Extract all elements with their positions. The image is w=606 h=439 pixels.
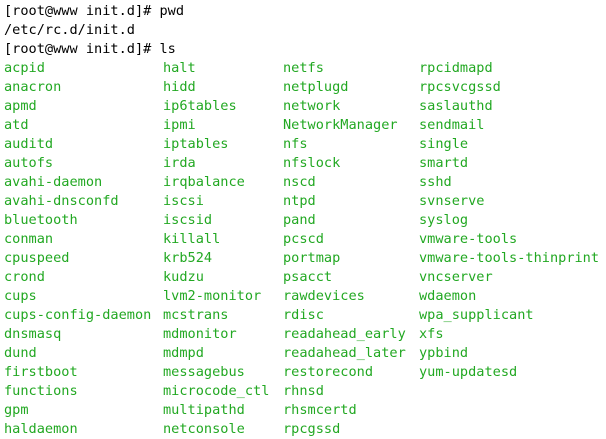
ls-entry: messagebus xyxy=(163,364,245,380)
ls-column-4: rpcidmapd rpcsvcgssd saslauthd sendmail sing… xyxy=(419,59,599,382)
ls-entry: NetworkManager xyxy=(283,117,398,133)
ls-entry: avahi-daemon xyxy=(4,174,103,190)
ls-entry: irda xyxy=(163,155,196,171)
ls-entry: cpuspeed xyxy=(4,250,70,266)
ls-entry: nfslock xyxy=(283,155,341,171)
command-prompt-ls: [root@www init.d]# ls xyxy=(4,41,176,57)
ls-entry: firstboot xyxy=(4,364,78,380)
ls-entry: syslog xyxy=(419,212,469,228)
ls-entry: vmware-tools-thinprint xyxy=(419,250,600,266)
ls-entry: auditd xyxy=(4,136,54,152)
ls-entry: saslauthd xyxy=(419,98,493,114)
ls-entry: psacct xyxy=(283,269,333,285)
ls-entry: killall xyxy=(163,231,221,247)
ls-entry: crond xyxy=(4,269,45,285)
ls-entry: yum-updatesd xyxy=(419,364,518,380)
ls-entry: restorecond xyxy=(283,364,374,380)
ls-entry: irqbalance xyxy=(163,174,245,190)
command-output-pwd: /etc/rc.d/init.d xyxy=(4,22,135,38)
ls-entry: rawdevices xyxy=(283,288,365,304)
ls-entry: iscsi xyxy=(163,193,204,209)
ls-entry: nfs xyxy=(283,136,308,152)
ls-entry: acpid xyxy=(4,60,45,76)
ls-entry: ypbind xyxy=(419,345,469,361)
ls-entry: pand xyxy=(283,212,316,228)
ls-entry: microcode_ctl xyxy=(163,383,270,399)
ls-entry: lvm2-monitor xyxy=(163,288,262,304)
ls-entry: readahead_later xyxy=(283,345,406,361)
ls-entry: rpcgssd xyxy=(283,421,341,437)
ls-entry: netplugd xyxy=(283,79,349,95)
ls-entry: cups-config-daemon xyxy=(4,307,152,323)
ls-entry: haldaemon xyxy=(4,421,78,437)
ls-entry: smartd xyxy=(419,155,469,171)
ls-entry: multipathd xyxy=(163,402,245,418)
ls-entry: mcstrans xyxy=(163,307,229,323)
ls-entry: mdmpd xyxy=(163,345,204,361)
ls-entry: avahi-dnsconfd xyxy=(4,193,119,209)
ls-entry: halt xyxy=(163,60,196,76)
ls-entry: conman xyxy=(4,231,54,247)
ls-entry: portmap xyxy=(283,250,341,266)
ls-entry: rhnsd xyxy=(283,383,324,399)
ls-entry: vncserver xyxy=(419,269,493,285)
ls-entry: wdaemon xyxy=(419,288,477,304)
terminal-window[interactable]: [root@www init.d]# pwd /etc/rc.d/init.d … xyxy=(4,2,606,437)
ls-entry: iptables xyxy=(163,136,229,152)
ls-entry: single xyxy=(419,136,469,152)
ls-entry: readahead_early xyxy=(283,326,406,342)
ls-entry: anacron xyxy=(4,79,62,95)
ls-entry: pcscd xyxy=(283,231,324,247)
ls-entry: autofs xyxy=(4,155,54,171)
ls-entry: mdmonitor xyxy=(163,326,237,342)
ls-entry: iscsid xyxy=(163,212,213,228)
ls-entry: rpcsvcgssd xyxy=(419,79,501,95)
ls-column-1: acpid anacron apmd atd auditd autofs avahi-dae… xyxy=(4,59,151,439)
ls-entry: network xyxy=(283,98,341,114)
ls-entry: krb524 xyxy=(163,250,213,266)
ls-entry: apmd xyxy=(4,98,37,114)
ls-entry: bluetooth xyxy=(4,212,78,228)
ls-entry: ntpd xyxy=(283,193,316,209)
ls-entry: rdisc xyxy=(283,307,324,323)
ls-entry: rhsmcertd xyxy=(283,402,357,418)
ls-entry: ipmi xyxy=(163,117,196,133)
ls-output: acpid anacron apmd atd auditd autofs avahi-dae… xyxy=(4,59,606,439)
ls-entry: ip6tables xyxy=(163,98,237,114)
ls-entry: netconsole xyxy=(163,421,245,437)
ls-entry: sshd xyxy=(419,174,452,190)
ls-entry: wpa_supplicant xyxy=(419,307,534,323)
ls-entry: kudzu xyxy=(163,269,204,285)
ls-entry: functions xyxy=(4,383,78,399)
ls-entry: dund xyxy=(4,345,37,361)
ls-entry: svnserve xyxy=(419,193,485,209)
ls-entry: gpm xyxy=(4,402,29,418)
command-prompt-pwd: [root@www init.d]# pwd xyxy=(4,3,185,19)
ls-entry: atd xyxy=(4,117,29,133)
ls-entry: rpcidmapd xyxy=(419,60,493,76)
ls-entry: dnsmasq xyxy=(4,326,62,342)
ls-entry: nscd xyxy=(283,174,316,190)
ls-column-2: halt hidd ip6tables ipmi iptables irda irqbala… xyxy=(163,59,269,439)
ls-entry: netfs xyxy=(283,60,324,76)
ls-entry: hidd xyxy=(163,79,196,95)
ls-entry: vmware-tools xyxy=(419,231,518,247)
ls-entry: xfs xyxy=(419,326,444,342)
ls-entry: sendmail xyxy=(419,117,485,133)
ls-entry: cups xyxy=(4,288,37,304)
